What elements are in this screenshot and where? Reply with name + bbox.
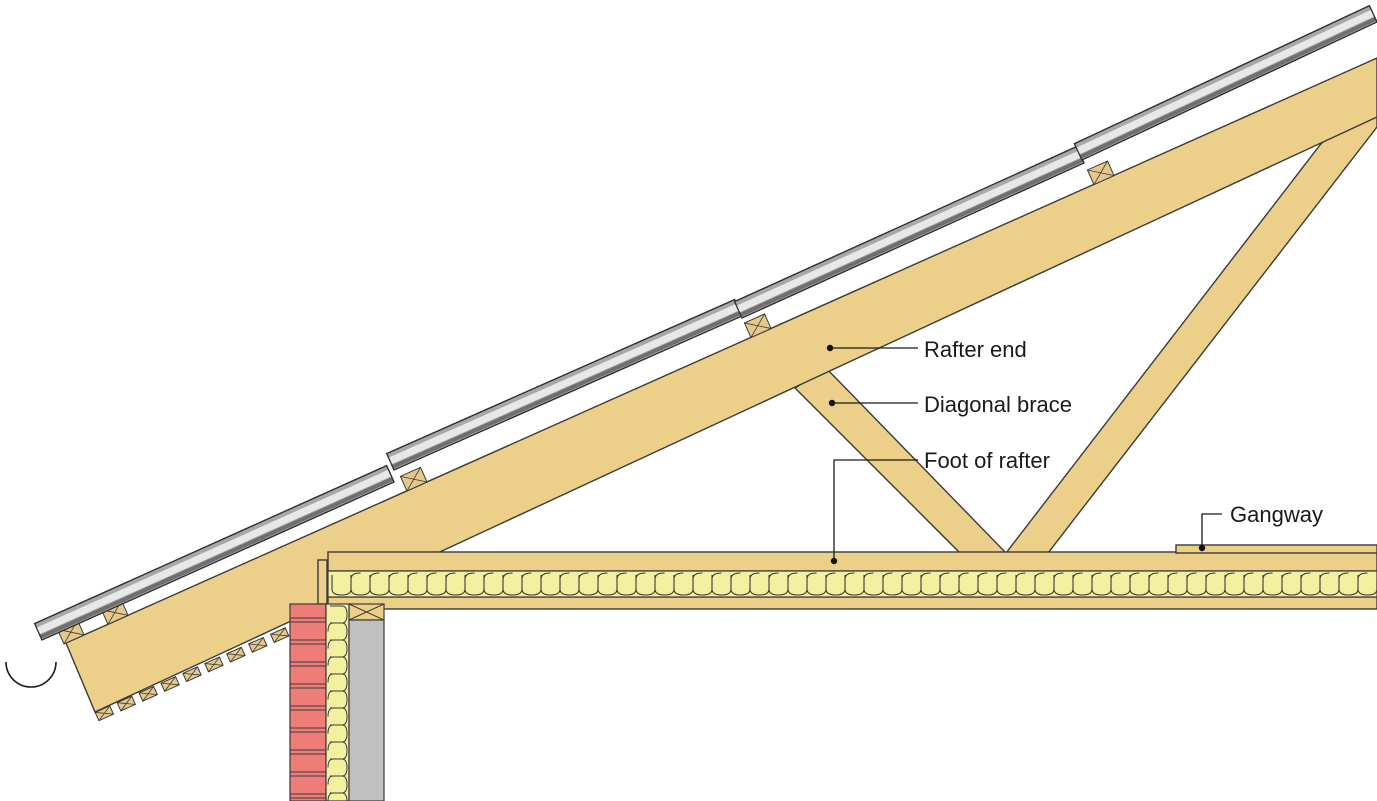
- wall-plate: [348, 603, 385, 621]
- ceiling-joist-bottom: [327, 596, 1377, 610]
- label-rafter-end: Rafter end: [924, 337, 1027, 362]
- label-diagonal-brace: Diagonal brace: [924, 392, 1072, 417]
- loft-insulation: [327, 570, 1377, 598]
- soffit-battens: [94, 627, 290, 722]
- gangway-board: [1175, 544, 1377, 554]
- roof-tiles: [33, 4, 1377, 641]
- ceiling-joist: [327, 551, 1377, 572]
- cavity-insulation: [325, 603, 350, 801]
- block-inner-leaf: [348, 619, 385, 801]
- fascia-post: [317, 559, 328, 605]
- brick-outer-leaf: [289, 603, 327, 801]
- gutter: [5, 661, 57, 688]
- label-foot-of-rafter: Foot of rafter: [924, 448, 1050, 473]
- rafter: [65, 57, 1377, 713]
- leader-lines: [826, 344, 1222, 565]
- label-gangway: Gangway: [1230, 502, 1323, 527]
